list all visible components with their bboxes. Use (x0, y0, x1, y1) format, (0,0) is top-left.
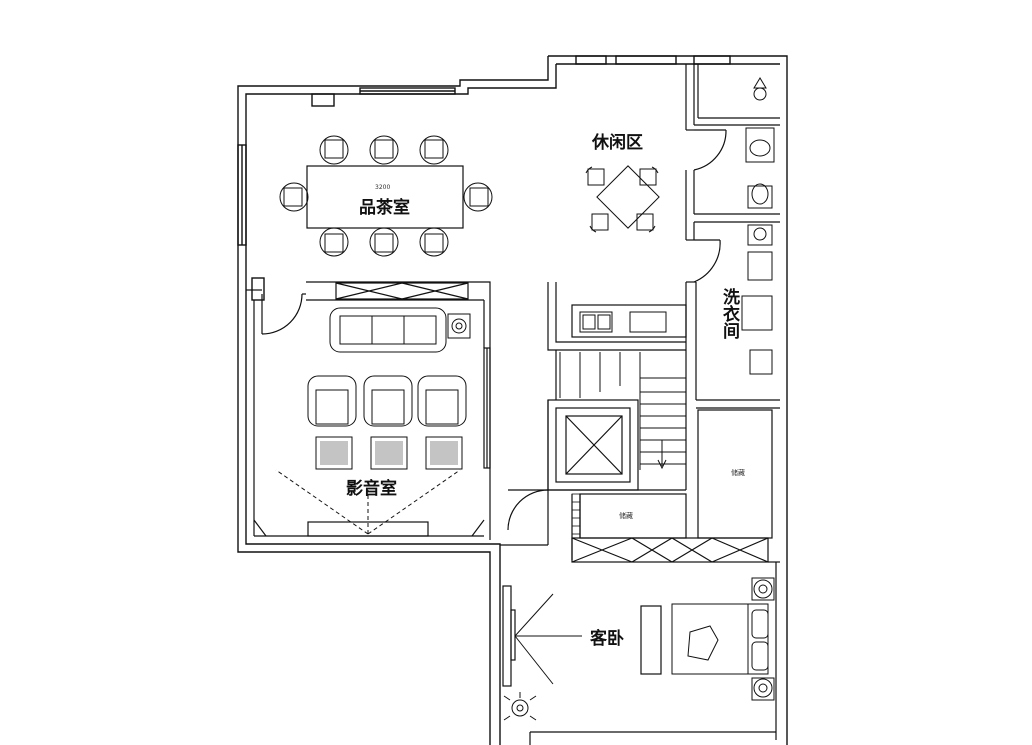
theater-recliners (307, 375, 467, 427)
staircase (559, 352, 686, 470)
laundry-room-label: 洗衣间 (719, 288, 739, 339)
bed (671, 577, 775, 701)
tv-view-lines (514, 593, 582, 685)
internal-walls (246, 64, 780, 745)
projection-lines (275, 469, 461, 535)
leisure-table-set (585, 165, 660, 233)
wall-hatch (571, 493, 581, 539)
plant (503, 692, 537, 721)
guest-bedroom-label: 客卧 (590, 629, 624, 649)
theater-room-label: 影音室 (346, 479, 397, 499)
tea-room-label: 品茶室 (359, 198, 410, 218)
bathroom-fixtures (741, 77, 775, 375)
storage-center-label: 储藏 (619, 512, 633, 520)
theater-screen (253, 519, 485, 537)
tea-chairs (279, 135, 493, 257)
theater-sofa (329, 307, 471, 353)
door-swings (261, 129, 727, 531)
outer-walls (237, 55, 788, 745)
table-dimension-label: 3200 (375, 184, 391, 191)
kitchen-sink (579, 311, 667, 333)
storage-right-label: 储藏 (731, 469, 745, 477)
leisure-area-label: 休闲区 (592, 133, 643, 153)
theater-ottomans (315, 436, 463, 470)
